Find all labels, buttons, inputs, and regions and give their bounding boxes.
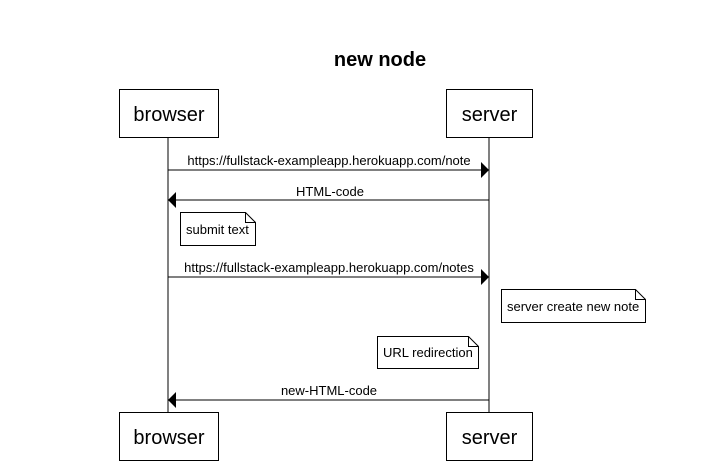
actor-browser-top-label: browser — [133, 104, 204, 126]
actor-browser-top: browser — [119, 89, 219, 138]
note-label: submit text — [186, 222, 249, 237]
actor-server-bottom-label: server — [462, 427, 518, 449]
actor-server-top-label: server — [462, 104, 518, 126]
message-get-note: https://fullstack-exampleapp.herokuapp.c… — [168, 153, 489, 178]
arrowhead-right — [481, 162, 489, 178]
actor-browser-bottom-label: browser — [133, 427, 204, 449]
note-server-create: server create new note — [501, 289, 646, 323]
actor-server-top: server — [446, 89, 533, 138]
note-label: server create new note — [507, 299, 639, 314]
note-label: URL redirection — [383, 345, 473, 360]
actor-browser-bottom: browser — [119, 412, 219, 461]
arrowhead-right — [481, 269, 489, 285]
message-label: new-HTML-code — [281, 383, 377, 398]
message-label: https://fullstack-exampleapp.herokuapp.c… — [184, 260, 474, 275]
message-html-code: HTML-code — [168, 184, 489, 208]
message-new-html-code: new-HTML-code — [168, 383, 489, 408]
note-submit-text: submit text — [180, 212, 256, 246]
message-post-notes: https://fullstack-exampleapp.herokuapp.c… — [168, 260, 489, 285]
diagram-title: new node — [334, 49, 426, 71]
actor-server-bottom: server — [446, 412, 533, 461]
arrowhead-left — [168, 192, 176, 208]
message-label: HTML-code — [296, 184, 364, 199]
message-label: https://fullstack-exampleapp.herokuapp.c… — [187, 153, 470, 168]
note-url-redirection: URL redirection — [377, 336, 479, 369]
arrowhead-left — [168, 392, 176, 408]
